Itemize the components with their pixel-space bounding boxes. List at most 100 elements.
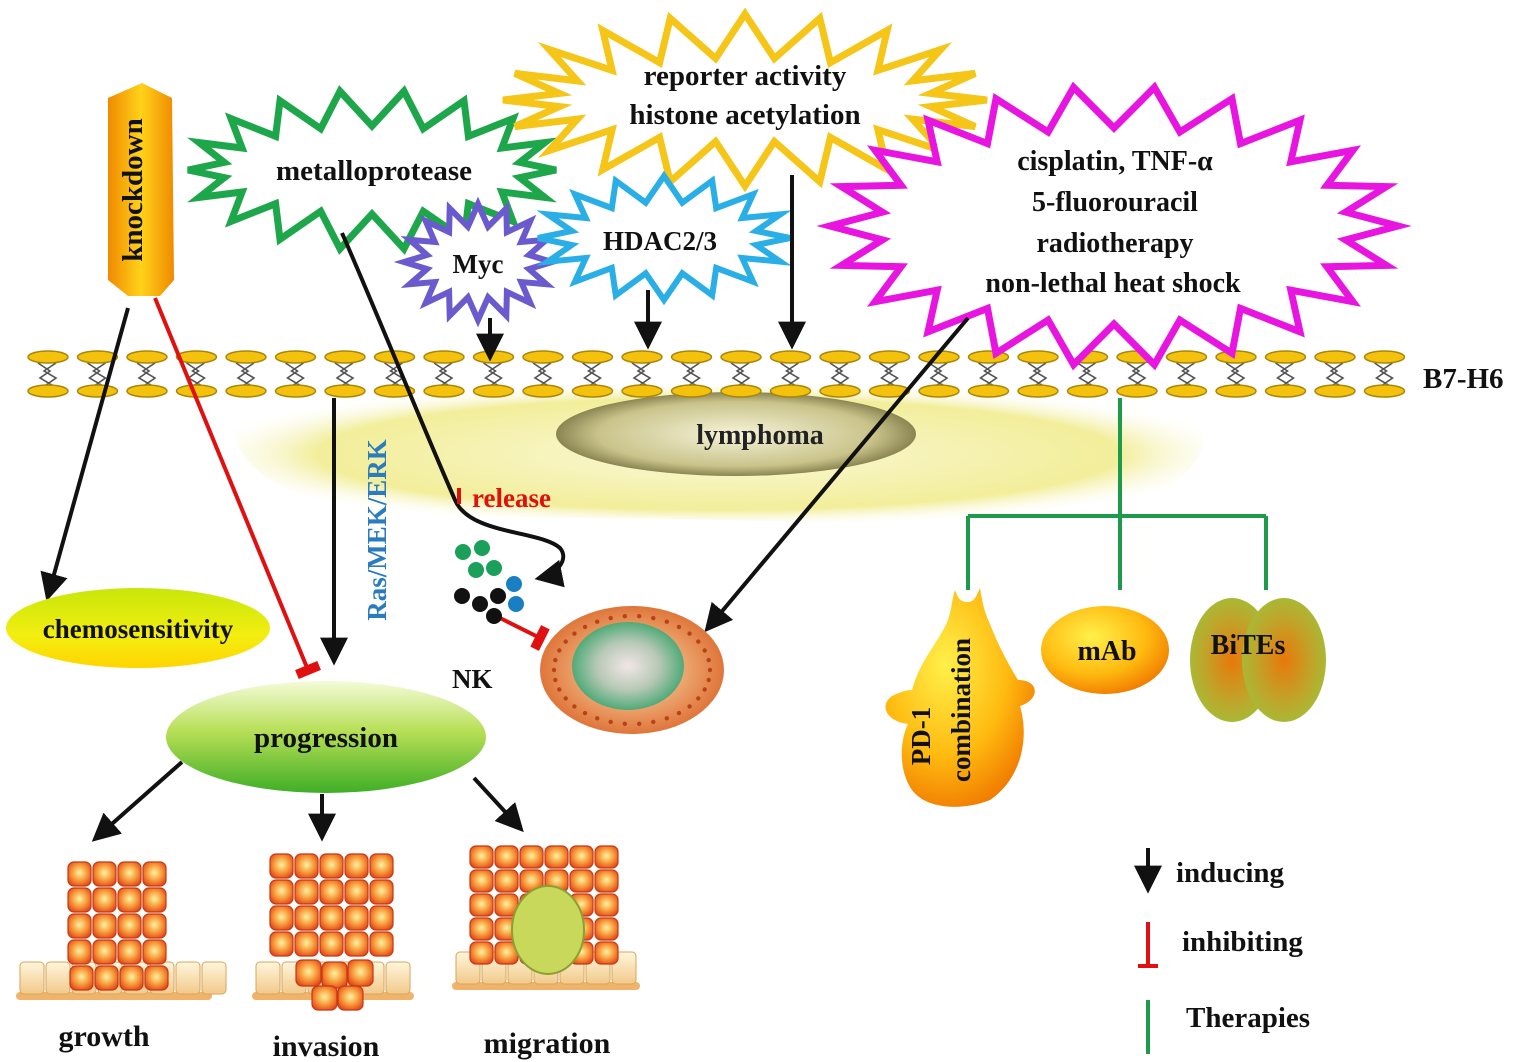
membrane-lipid: [423, 350, 465, 398]
tissue-cell: [92, 861, 117, 887]
knockdown-label: knockdown: [117, 118, 149, 261]
lymphoma-nucleus: [556, 392, 916, 476]
progression-to-growth-arrow: [91, 760, 184, 842]
tissue-cell: [294, 905, 319, 931]
tissue-cell: [594, 917, 619, 941]
cell-membrane: [27, 350, 1406, 398]
tissue-cell: [469, 845, 494, 869]
nk-granule: [608, 615, 613, 621]
myc-label: Myc: [453, 249, 504, 279]
tissue-cell: [269, 879, 294, 905]
membrane-lipid: [720, 350, 762, 398]
nk-granule: [608, 719, 613, 725]
tissue-cell: [569, 845, 594, 869]
epithelial-cell: [45, 961, 71, 995]
nk-granule: [696, 639, 701, 644]
nk-granule: [664, 619, 669, 624]
membrane-lipid: [1017, 350, 1059, 398]
bites-lobe-right: [1242, 598, 1326, 722]
membrane-lipid: [175, 350, 218, 398]
tissue-cell: [494, 845, 519, 869]
tissue-cell: [369, 879, 394, 905]
tissue-cell: [294, 879, 319, 905]
nk-granule: [696, 696, 701, 701]
tissue-cell: [117, 939, 142, 965]
metalloprotease-label: metalloprotease: [276, 155, 472, 187]
metalloprotease-release-arrow: [340, 232, 566, 588]
nk-granule: [595, 716, 600, 721]
nk-granule: [706, 657, 711, 663]
migration-tissue-icon: [452, 845, 640, 990]
pathway-label: Ras/MEK/ERK: [362, 439, 392, 621]
tissue-cell: [594, 869, 619, 893]
nk-target-nucleus: [572, 622, 684, 710]
tissue-cell: [347, 959, 374, 987]
chemosensitivity-node: [6, 588, 270, 668]
tissue-cell: [117, 887, 142, 913]
tissue-cell: [92, 939, 117, 965]
tissue-cell: [321, 961, 348, 989]
reporter-line-2: histone acetylation: [629, 99, 860, 131]
tissue-cell: [117, 861, 142, 887]
chemosensitivity-label: chemosensitivity: [43, 614, 234, 644]
tissue-cell: [67, 887, 92, 913]
membrane-lipid: [76, 350, 119, 398]
tissue-cell: [269, 931, 294, 957]
hdac-label: HDAC2/3: [603, 226, 717, 256]
epithelial-cell: [201, 961, 227, 995]
reporter-burst: [502, 7, 988, 193]
membrane-lipid: [868, 350, 911, 398]
membrane-lipid: [769, 350, 812, 398]
nk-granule: [582, 624, 588, 630]
tissue-cell: [119, 965, 144, 991]
membrane-lipid: [918, 350, 960, 398]
tissue-cell: [294, 853, 319, 879]
tissue-cell: [269, 853, 294, 879]
tissue-cell: [469, 941, 494, 965]
membrane-lipid: [621, 350, 663, 398]
tissue-cell: [344, 853, 369, 879]
tissue-cell: [319, 853, 344, 879]
tissue-cell: [369, 905, 394, 931]
nk-granule: [622, 721, 627, 726]
tissue-cell: [494, 869, 519, 893]
tissue-cell: [344, 931, 369, 957]
growth-tissue-icon: [16, 861, 227, 1000]
nk-granule: [595, 619, 600, 624]
pd1-label: PD-1: [906, 707, 936, 765]
inducer-line-2: 5-fluorouracil: [1032, 187, 1198, 218]
membrane-lipid: [1215, 350, 1257, 398]
tissue-cell: [142, 861, 167, 887]
tissue-cell: [544, 845, 569, 869]
legend-therapies-label: Therapies: [1186, 1002, 1310, 1034]
lymphoma-label: lymphoma: [696, 420, 824, 451]
tissue-cell: [69, 965, 94, 991]
nk-granule: [553, 677, 558, 683]
inducer-line-1: cisplatin, TNF-α: [1017, 146, 1213, 177]
legend-inhibiting-label: inhibiting: [1182, 926, 1303, 958]
inducer-line-4: non-lethal heat shock: [985, 268, 1241, 299]
nk-granule: [702, 687, 707, 692]
progression-label: progression: [254, 722, 398, 754]
tissue-cell: [94, 965, 119, 991]
progression-node: [166, 681, 486, 793]
tissue-cell: [294, 931, 319, 957]
epithelial-cell: [385, 961, 411, 995]
tissue-cell: [67, 861, 92, 887]
tissue-cell: [117, 913, 142, 939]
tissue-cell: [319, 931, 344, 957]
reporter-line-1: reporter activity: [644, 60, 847, 92]
membrane-lipid: [819, 350, 861, 398]
nk-granule: [651, 719, 656, 725]
inducers-burst: [816, 81, 1412, 371]
nk-granule: [572, 631, 577, 636]
nk-granule: [687, 631, 692, 636]
mab-label: mAb: [1077, 636, 1136, 667]
b7h6-label: B7-H6: [1423, 363, 1504, 395]
membrane-lipid: [1314, 350, 1356, 398]
tissue-cell: [594, 893, 619, 917]
invasion-tissue-icon: [252, 853, 414, 1011]
nk-granule: [637, 614, 642, 619]
combination-label: combination: [946, 638, 976, 782]
tissue-cell: [67, 939, 92, 965]
